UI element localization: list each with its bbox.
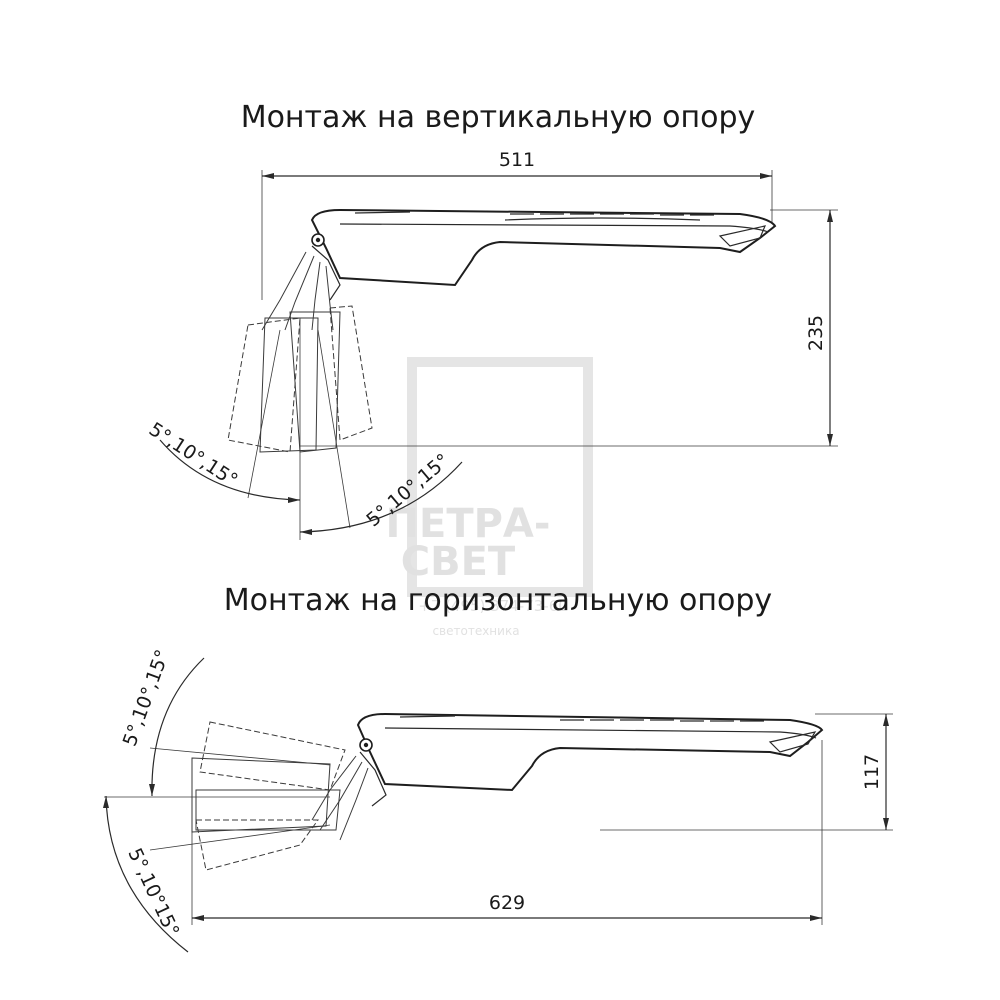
horizontal-tilt-positions — [104, 721, 369, 871]
tilt-left-label: 5°,10°,15° — [145, 418, 242, 491]
watermark-sub: светотехника — [432, 624, 519, 638]
watermark-line1: ПЕТРА- — [386, 501, 551, 547]
horizontal-mount-title: Монтаж на горизонтальную опору — [224, 583, 772, 618]
watermark-frame — [407, 357, 593, 597]
watermark-phone: +7 (495) 374-73-60 — [418, 597, 568, 615]
vertical-tilt-positions — [227, 251, 373, 540]
height-value-235: 235 — [805, 315, 827, 351]
vertical-height-dimension: 235 — [300, 209, 838, 447]
tilt-up-label: 5°,10°,15° — [119, 647, 174, 749]
width-value-511: 511 — [499, 149, 535, 171]
vertical-mount-title: Монтаж на вертикальную опору — [241, 100, 756, 135]
horizontal-angle-arcs: 5°,10°,15° 5°,10°15° — [103, 647, 205, 953]
watermark-line2: СВЕТ — [401, 539, 516, 585]
luminaire-horizontal — [356, 712, 824, 807]
width-value-629: 629 — [489, 892, 525, 914]
vertical-width-dimension: 511 — [261, 149, 773, 300]
luminaire-vertical — [310, 208, 777, 301]
horizontal-height-dimension: 117 — [600, 713, 893, 831]
height-value-117: 117 — [861, 754, 883, 790]
watermark: ПЕТРА- СВЕТ +7 (495) 374-73-60 светотехн… — [386, 357, 593, 638]
tilt-down-label: 5°,10°15° — [123, 845, 183, 940]
horizontal-width-dimension: 629 — [191, 740, 823, 925]
